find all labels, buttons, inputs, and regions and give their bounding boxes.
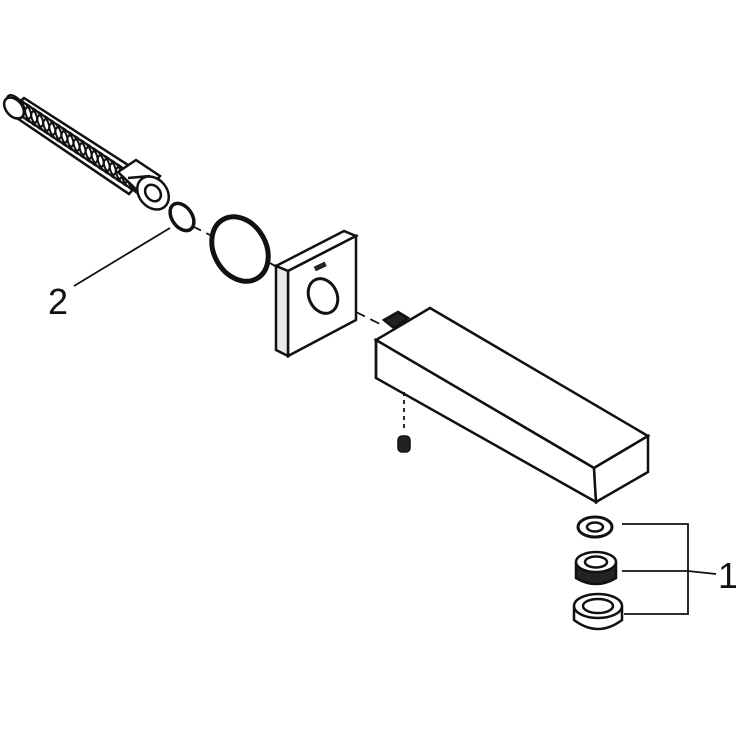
set-screw bbox=[397, 392, 411, 453]
aerator-set bbox=[572, 515, 624, 631]
large-o-ring bbox=[209, 214, 271, 284]
leader-lines bbox=[73, 227, 717, 615]
callout-label-2: 2 bbox=[48, 281, 68, 322]
spout-body bbox=[373, 306, 651, 505]
pipe-coupling bbox=[116, 158, 171, 211]
aerator-washer bbox=[576, 515, 614, 539]
pipe-seal-ring bbox=[168, 201, 196, 233]
corrugated-pipe bbox=[2, 94, 147, 196]
wall-rosette bbox=[273, 229, 359, 359]
callout-label-1: 1 bbox=[718, 555, 736, 596]
aerator-housing bbox=[572, 592, 624, 631]
aerator-insert bbox=[574, 550, 618, 586]
